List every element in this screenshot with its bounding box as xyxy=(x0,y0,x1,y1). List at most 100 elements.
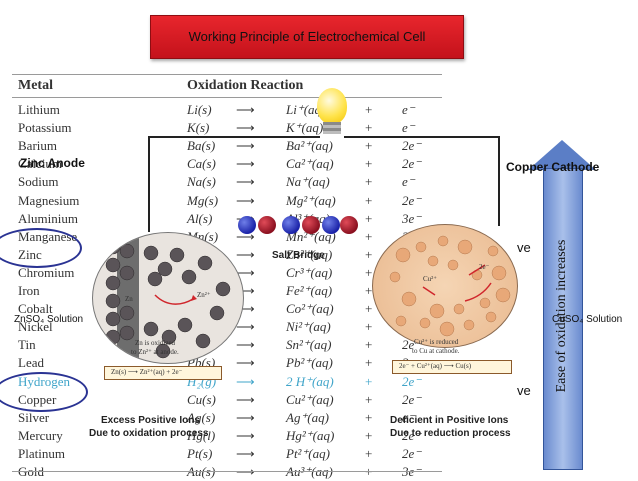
reactant-cell: Hg(l) xyxy=(187,427,216,443)
electrons-cell: 2e⁻ xyxy=(402,427,422,443)
ion-cell: Ag⁺(aq) xyxy=(286,409,329,425)
copper-particle xyxy=(437,235,449,247)
metal-cell: Chromium xyxy=(18,264,75,280)
reaction-arrow: ⟶ xyxy=(236,264,255,280)
copper-equation: 2e⁻ + Cu²⁺(aq) ⟶ Cu(s) xyxy=(399,362,472,370)
electrons-cell: e⁻ xyxy=(402,102,415,117)
plus-sign: + xyxy=(365,319,373,335)
ve-top-label: ve xyxy=(517,240,531,255)
copper-caption-line2: to Cu at cathode. xyxy=(412,347,460,355)
metal-cell: Mercury xyxy=(18,427,63,443)
copper-highlight-ellipse xyxy=(0,372,88,412)
zinc-particle xyxy=(177,317,193,333)
metal-cell: Calcium xyxy=(18,156,63,172)
cu-ion-label: Cu²⁺ xyxy=(423,275,437,283)
reaction-arrow: ⟶ xyxy=(236,120,255,136)
plus-sign: + xyxy=(365,409,373,425)
oxidation-arrow xyxy=(543,168,583,470)
plus-sign: + xyxy=(365,264,373,280)
electrons-cell: e⁻ xyxy=(402,120,415,136)
ion-cell: Cu²⁺(aq) xyxy=(286,391,334,407)
ion-cell: Cr³⁺(aq) xyxy=(286,264,333,280)
reaction-arrow: ⟶ xyxy=(236,391,255,407)
arrow-up-icon xyxy=(528,140,596,170)
zinc-particle xyxy=(155,343,171,359)
reaction-arrow: ⟶ xyxy=(236,427,255,443)
znso4-label: ZnSO₄ Solution xyxy=(14,314,84,325)
metal-cell: Lithium xyxy=(18,102,60,117)
cathode-wire xyxy=(498,136,500,226)
ion-cell: Ca²⁺(aq) xyxy=(286,156,334,172)
anode-wire xyxy=(148,136,150,232)
electrons-cell: 2e⁻ xyxy=(402,138,422,154)
plus-sign: + xyxy=(365,283,373,298)
ion-path-arrow xyxy=(154,294,194,305)
copper-particle xyxy=(487,245,499,257)
copper-particle xyxy=(491,265,507,281)
electrons-cell: e⁻ xyxy=(402,409,415,425)
electrons-cell: 2e⁻ xyxy=(402,192,422,208)
reactant-cell: Ag(s) xyxy=(187,409,216,425)
metal-cell: Tin xyxy=(18,337,36,353)
ion-cell: Co²⁺(aq) xyxy=(286,301,334,317)
salt-bridge-ion xyxy=(258,216,276,234)
zinc-particle xyxy=(215,281,231,297)
table-bottom-rule xyxy=(12,471,442,472)
reaction-arrow: ⟶ xyxy=(236,102,255,117)
arrowhead-icon xyxy=(191,295,197,301)
light-bulb-icon xyxy=(317,88,347,124)
ion-cell: 2 H⁺(aq) xyxy=(286,373,334,389)
reactant-cell: Ba(s) xyxy=(187,138,216,154)
zinc-particle xyxy=(147,271,163,287)
metal-cell: Potassium xyxy=(18,120,72,136)
reaction-arrow: ⟶ xyxy=(236,337,255,353)
electrons-cell: 2e⁻ xyxy=(402,445,422,461)
salt-bridge-label: Salt Bridge xyxy=(272,250,325,261)
electron-arrow xyxy=(464,282,492,302)
ion-cell: Ni²⁺(aq) xyxy=(286,319,331,335)
copper-caption-line1: Cu²⁺ is reduced xyxy=(414,338,459,346)
zinc-electrode-diagram: Zn Zn²⁺ Zn is oxidized to Zn²⁺ at anode. xyxy=(92,232,244,364)
reaction-arrow: ⟶ xyxy=(236,319,255,335)
ion-cell: Pt²⁺(aq) xyxy=(286,445,330,461)
table-header-rule xyxy=(12,97,442,98)
ion-cell: Sn²⁺(aq) xyxy=(286,337,332,353)
deficient-ions-line1: Deficient in Positive Ions xyxy=(390,415,509,426)
zinc-particle xyxy=(119,243,135,259)
copper-particle xyxy=(485,311,497,323)
zinc-particle xyxy=(143,245,159,261)
zinc-equation: Zn(s) ⟶ Zn²⁺(aq) + 2e⁻ xyxy=(111,368,183,376)
copper-particle xyxy=(457,239,473,255)
ion-cell: Mg²⁺(aq) xyxy=(286,192,336,208)
reaction-arrow: ⟶ xyxy=(236,355,255,371)
reactant-cell: Li(s) xyxy=(187,102,212,117)
copper-cathode-label: Copper Cathode xyxy=(506,160,600,174)
zinc-caption-line1: Zn is oxidized xyxy=(135,339,176,347)
copper-particle xyxy=(395,315,407,327)
copper-particle xyxy=(415,241,427,253)
title-banner: Working Principle of Electrochemical Cel… xyxy=(150,15,464,59)
reactant-cell: Al(s) xyxy=(187,210,213,226)
cuso4-label: CuSO₄ Solution xyxy=(552,314,623,325)
zinc-particle xyxy=(197,255,213,271)
plus-sign: + xyxy=(365,445,373,461)
zinc-particle xyxy=(209,305,225,321)
copper-particle xyxy=(453,303,465,315)
excess-ions-line1: Excess Positive Ions xyxy=(101,415,200,426)
reactant-cell: Ca(s) xyxy=(187,156,216,172)
plus-sign: + xyxy=(365,355,373,371)
metal-cell: Sodium xyxy=(18,174,59,190)
reaction-arrow: ⟶ xyxy=(236,138,255,154)
ion-cell: Mn²⁺(aq) xyxy=(286,228,336,244)
plus-sign: + xyxy=(365,102,373,117)
copper-particle xyxy=(427,255,439,267)
metal-cell: Barium xyxy=(18,138,57,154)
reaction-arrow: ⟶ xyxy=(236,174,255,190)
plus-sign: + xyxy=(365,120,373,136)
reactant-cell: Cu(s) xyxy=(187,391,216,407)
